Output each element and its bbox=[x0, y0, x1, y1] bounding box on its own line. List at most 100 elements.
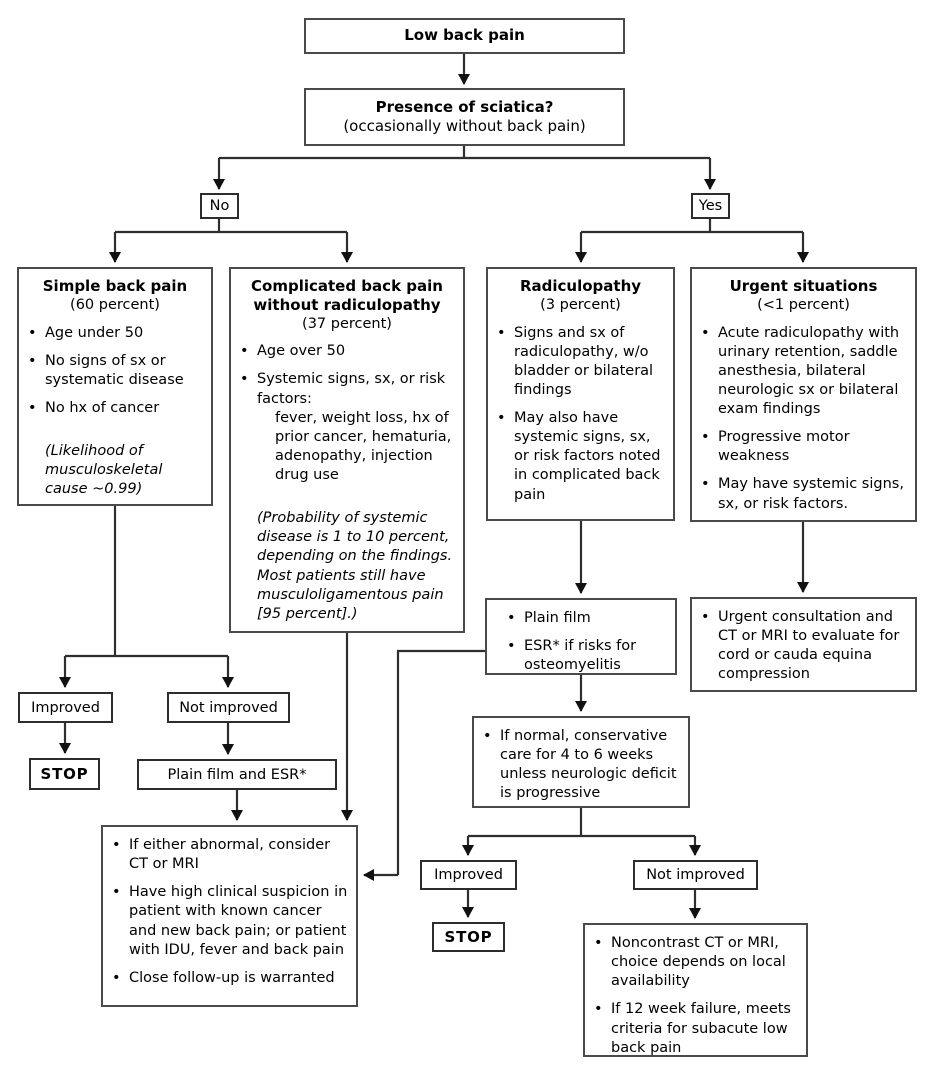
bullet-text: Plain film bbox=[524, 610, 591, 626]
improved-label-left: Improved bbox=[18, 692, 113, 723]
bullet-list: Signs and sx of radiculopathy, w/o bladd… bbox=[488, 324, 673, 505]
bullet-text: Systemic signs, sx, or risk factors: bbox=[257, 371, 446, 407]
bullet-item: If normal, conservative care for 4 to 6 … bbox=[483, 727, 683, 804]
bullet-item: Plain film bbox=[507, 609, 670, 628]
bullet-text: Have high clinical suspicion in patient … bbox=[129, 884, 348, 958]
bullet-dot bbox=[112, 969, 129, 988]
branch-label-yes: Yes bbox=[691, 193, 730, 219]
bullet-dot bbox=[701, 475, 718, 513]
radiculopathy-box: Radiculopathy (3 percent) Signs and sx o… bbox=[486, 267, 675, 521]
bullet-item: If either abnormal, consider CT or MRI bbox=[112, 836, 351, 874]
bullet-item: May have systemic signs, sx, or risk fac… bbox=[701, 475, 910, 513]
bullet-dot bbox=[497, 409, 514, 505]
noncontrast-ct-mri-box: Noncontrast CT or MRI, choice depends on… bbox=[583, 923, 808, 1057]
stop-text: STOP bbox=[444, 928, 493, 946]
conservative-care-box: If normal, conservative care for 4 to 6 … bbox=[472, 716, 690, 808]
plain-film-and-esr-box: Plain film and ESR* bbox=[137, 759, 337, 790]
box-subtitle: (3 percent) bbox=[540, 296, 621, 313]
bullet-text: No hx of cancer bbox=[45, 399, 160, 416]
simple-back-pain-box: Simple back pain (60 percent) Age under … bbox=[17, 267, 213, 506]
bullet-list: Age under 50 No signs of sx or systemati… bbox=[19, 324, 211, 419]
decision-note: (occasionally without back pain) bbox=[343, 117, 586, 135]
bullet-item: Have high clinical suspicion in patient … bbox=[112, 883, 351, 960]
bullet-dot bbox=[240, 342, 257, 361]
not-improved-label-right: Not improved bbox=[633, 860, 758, 890]
bullet-dot bbox=[28, 352, 45, 390]
not-improved-text: Not improved bbox=[646, 867, 745, 883]
not-improved-text: Not improved bbox=[179, 699, 278, 716]
root-label: Low back pain bbox=[404, 26, 525, 45]
box-title: Complicated back pain without radiculopa… bbox=[251, 277, 443, 314]
connector bbox=[65, 506, 228, 658]
box-title: Urgent situations bbox=[729, 277, 878, 295]
connector bbox=[468, 808, 695, 838]
stop-box-right: STOP bbox=[432, 922, 505, 952]
box-title: Radiculopathy bbox=[519, 277, 642, 295]
bullet-text: If 12 week failure, meets criteria for s… bbox=[611, 1001, 791, 1056]
bullet-dot bbox=[112, 836, 129, 874]
urgent-consultation-box: Urgent consultation and CT or MRI to eva… bbox=[690, 597, 917, 692]
complicated-back-pain-box: Complicated back pain without radiculopa… bbox=[229, 267, 465, 633]
bullet-dot bbox=[28, 399, 45, 418]
box-title: Simple back pain bbox=[42, 277, 188, 295]
bullet-text: Age under 50 bbox=[45, 324, 144, 341]
urgent-situations-box: Urgent situations (<1 percent) Acute rad… bbox=[690, 267, 917, 522]
bullet-dot bbox=[28, 324, 45, 343]
abnormal-followup-box: If either abnormal, consider CT or MRI H… bbox=[101, 825, 358, 1007]
decision-box-sciatica: Presence of sciatica? (occasionally with… bbox=[304, 88, 625, 146]
bullet-dot bbox=[507, 609, 524, 628]
bullet-text: ESR* if risks for osteomyelitis bbox=[524, 638, 637, 674]
bullet-dot bbox=[594, 1000, 611, 1057]
bullet-dot bbox=[240, 370, 257, 408]
bullet-item: Age under 50 bbox=[28, 324, 206, 343]
bullet-item: ESR* if risks for osteomyelitis bbox=[507, 637, 670, 675]
plain-film-esr-text: Plain film and ESR* bbox=[167, 766, 307, 783]
bullet-text: If normal, conservative care for 4 to 6 … bbox=[500, 728, 677, 802]
stop-text: STOP bbox=[40, 765, 89, 783]
bullet-text: Signs and sx of radiculopathy, w/o bladd… bbox=[514, 324, 654, 398]
bullet-text: If either abnormal, consider CT or MRI bbox=[129, 837, 331, 873]
connector bbox=[219, 145, 710, 160]
plain-film-esr-risks-box: Plain film ESR* if risks for osteomyelit… bbox=[485, 598, 677, 675]
bullet-dot bbox=[483, 727, 500, 804]
bullet-text: Urgent consultation and CT or MRI to eva… bbox=[718, 609, 900, 683]
bullet-text: Acute radiculopathy with urinary retenti… bbox=[718, 324, 900, 418]
bullet-text: May have systemic signs, sx, or risk fac… bbox=[718, 476, 904, 512]
bullet-item: No signs of sx or systematic disease bbox=[28, 352, 206, 390]
box-subtitle: (60 percent) bbox=[70, 296, 160, 313]
bullet-text: Noncontrast CT or MRI, choice depends on… bbox=[611, 935, 786, 990]
decision-question: Presence of sciatica? bbox=[375, 97, 554, 116]
bullet-dot bbox=[594, 934, 611, 991]
box-subtitle: (<1 percent) bbox=[757, 296, 850, 313]
bullet-item: Noncontrast CT or MRI, choice depends on… bbox=[594, 934, 801, 991]
bullet-text: Close follow-up is warranted bbox=[129, 969, 335, 986]
bullet-dot bbox=[507, 637, 524, 675]
bullet-item: Acute radiculopathy with urinary retenti… bbox=[701, 324, 910, 420]
improved-label-right: Improved bbox=[420, 860, 517, 890]
bullet-text: No signs of sx or systematic disease bbox=[45, 352, 184, 388]
bullet-subtext: fever, weight loss, hx of prior cancer, … bbox=[275, 409, 452, 484]
bullet-list: Urgent consultation and CT or MRI to eva… bbox=[692, 608, 915, 685]
improved-text: Improved bbox=[434, 867, 503, 883]
connector bbox=[396, 649, 485, 875]
bullet-item: May also have systemic signs, sx, or ris… bbox=[497, 409, 668, 505]
italic-note: (Likelihood of musculoskeletal cause ~0.… bbox=[45, 443, 163, 498]
bullet-text: May also have systemic signs, sx, or ris… bbox=[514, 410, 661, 503]
bullet-list: Age over 50 Systemic signs, sx, or risk … bbox=[231, 342, 463, 408]
bullet-dot bbox=[112, 883, 129, 960]
bullet-list: Noncontrast CT or MRI, choice depends on… bbox=[585, 934, 806, 1058]
improved-text: Improved bbox=[31, 699, 100, 716]
bullet-dot bbox=[497, 324, 514, 401]
bullet-dot bbox=[701, 324, 718, 420]
bullet-item: Close follow-up is warranted bbox=[112, 969, 351, 988]
bullet-item: Urgent consultation and CT or MRI to eva… bbox=[701, 608, 910, 685]
not-improved-label-left: Not improved bbox=[167, 692, 290, 723]
root-box-low-back-pain: Low back pain bbox=[304, 18, 625, 54]
bullet-item: No hx of cancer bbox=[28, 399, 206, 418]
bullet-item: Signs and sx of radiculopathy, w/o bladd… bbox=[497, 324, 668, 401]
bullet-item: Systemic signs, sx, or risk factors: bbox=[240, 370, 458, 408]
bullet-item: Age over 50 bbox=[240, 342, 458, 361]
bullet-dot bbox=[701, 428, 718, 466]
